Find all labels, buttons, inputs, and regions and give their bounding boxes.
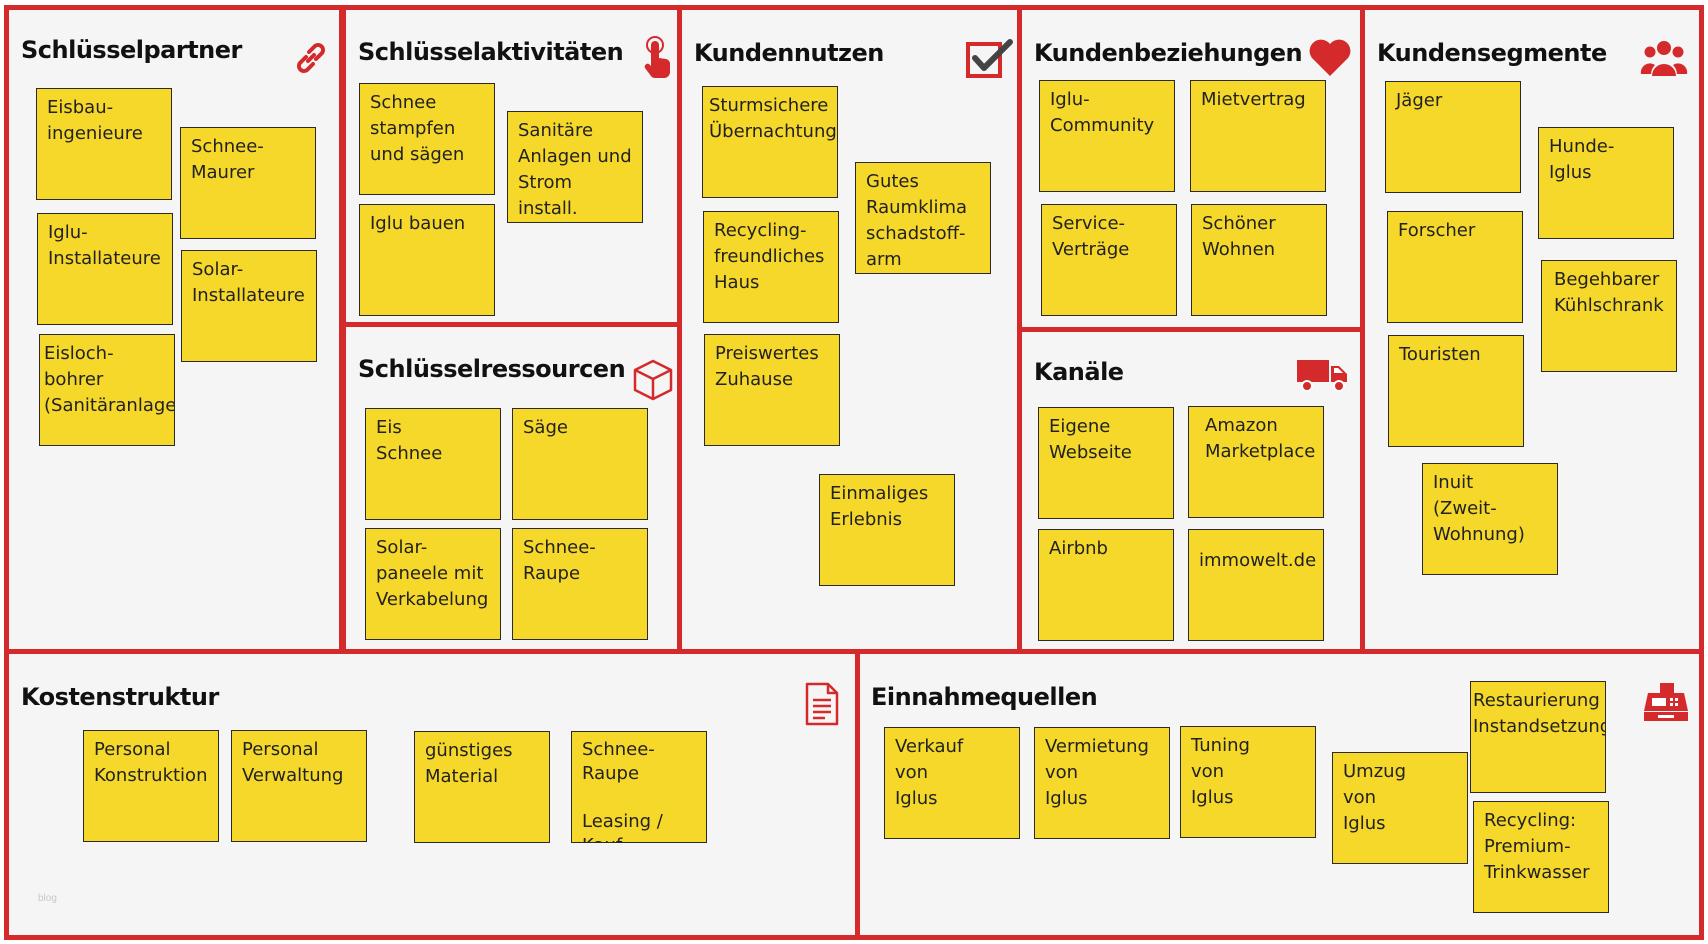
sticky-note: Eisbau- ingenieure (36, 88, 172, 200)
section-einnahmequellen: Einnahmequellen Verkauf von Iglus Vermie… (855, 649, 1704, 940)
sticky-note: Schnee- Maurer (180, 127, 316, 239)
sticky-note: Umzug von Iglus (1332, 752, 1468, 864)
sticky-note: Begehbarer Kühlschrank (1541, 260, 1677, 372)
sticky-note: Eigene Webseite (1038, 407, 1174, 519)
section-title: Kundennutzen (694, 39, 884, 67)
section-title: Kanäle (1034, 358, 1124, 386)
section-title: Einnahmequellen (871, 683, 1098, 711)
document-icon (804, 681, 840, 732)
section-kostenstruktur: Kostenstruktur Personal Konstruktion Per… (4, 649, 860, 940)
section-kundensegmente: Kundensegmente Jäger Hunde- Iglus Forsch… (1360, 5, 1704, 654)
sticky-note: Schnee stampfen und sägen (359, 83, 495, 195)
section-title: Schlüsselressourcen (358, 355, 626, 383)
sticky-note: Iglu- Community (1039, 80, 1175, 192)
section-title: Kundensegmente (1377, 39, 1607, 67)
sticky-note: Iglu bauen (359, 204, 495, 316)
cash-register-icon (1642, 681, 1690, 728)
sticky-note: Recycling- freundliches Haus (703, 211, 839, 323)
sticky-note: Schnee- Raupe Leasing / Kauf (571, 731, 707, 843)
sticky-note: Tuning von Iglus (1180, 726, 1316, 838)
sticky-note: Gutes Raumklima schadstoff- arm (855, 162, 991, 274)
sticky-note: Jäger (1385, 81, 1521, 193)
sticky-note: Inuit (Zweit- Wohnung) (1422, 463, 1558, 575)
sticky-note: Touristen (1388, 335, 1524, 447)
sticky-note: Forscher (1387, 211, 1523, 323)
sticky-note: Personal Verwaltung (231, 730, 367, 842)
section-schluesselaktivitaeten: Schlüsselaktivitäten Schnee stampfen und… (341, 5, 682, 327)
sticky-note: Personal Konstruktion (83, 730, 219, 842)
section-title: Schlüsselaktivitäten (358, 38, 624, 66)
sticky-note: Iglu- Installateure (37, 213, 173, 325)
watermark: blog (38, 893, 57, 904)
sticky-note: Schnee- Raupe (512, 528, 648, 640)
sticky-note: Sanitäre Anlagen und Strom install. (507, 111, 643, 223)
sticky-note: Preiswertes Zuhause (704, 334, 840, 446)
sticky-note: Verkauf von Iglus (884, 727, 1020, 839)
truck-icon (1295, 356, 1349, 399)
sticky-note: Restaurierung Instandsetzung (1470, 681, 1606, 793)
sticky-note: Eisloch- bohrer (Sanitäranlage) (39, 334, 175, 446)
sticky-note: Vermietung von Iglus (1034, 727, 1170, 839)
section-kanaele: Kanäle Eigene Webseite Amazon Marketplac… (1017, 327, 1365, 654)
sticky-note: Einmaliges Erlebnis (819, 474, 955, 586)
sticky-note: Amazon Marketplace (1188, 406, 1324, 518)
section-kundenbeziehungen: Kundenbeziehungen Iglu- Community Mietve… (1017, 5, 1365, 332)
sticky-note: Solar- paneele mit Verkabelung (365, 528, 501, 640)
link-icon (291, 38, 331, 83)
sticky-note: Sturmsichere Übernachtung (702, 86, 838, 198)
sticky-note: Service- Verträge (1041, 204, 1177, 316)
sticky-note: immowelt.de (1188, 529, 1324, 641)
pointer-hand-icon (640, 36, 674, 85)
section-title: Schlüsselpartner (21, 36, 242, 64)
heart-icon (1307, 38, 1353, 83)
section-schluesselressourcen: Schlüsselressourcen Eis Schnee Säge Sola… (341, 322, 682, 654)
sticky-note: Solar- Installateure (181, 250, 317, 362)
sticky-note: Hunde- Iglus (1538, 127, 1674, 239)
sticky-note: Schöner Wohnen (1191, 204, 1327, 316)
sticky-note: Mietvertrag (1190, 80, 1326, 192)
section-title: Kundenbeziehungen (1034, 39, 1303, 67)
sticky-note: Eis Schnee (365, 408, 501, 520)
checkbox-icon (966, 38, 1014, 85)
section-title: Kostenstruktur (21, 683, 219, 711)
cube-icon (632, 358, 674, 407)
people-icon (1640, 38, 1688, 85)
sticky-note: Säge (512, 408, 648, 520)
sticky-note: Recycling: Premium- Trinkwasser (1473, 801, 1609, 913)
section-schluesselpartner: Schlüsselpartner Eisbau- ingenieure Schn… (4, 5, 344, 654)
sticky-note: Airbnb (1038, 529, 1174, 641)
sticky-note: günstiges Material (414, 731, 550, 843)
section-kundennutzen: Kundennutzen Sturmsichere Übernachtung G… (677, 5, 1022, 654)
